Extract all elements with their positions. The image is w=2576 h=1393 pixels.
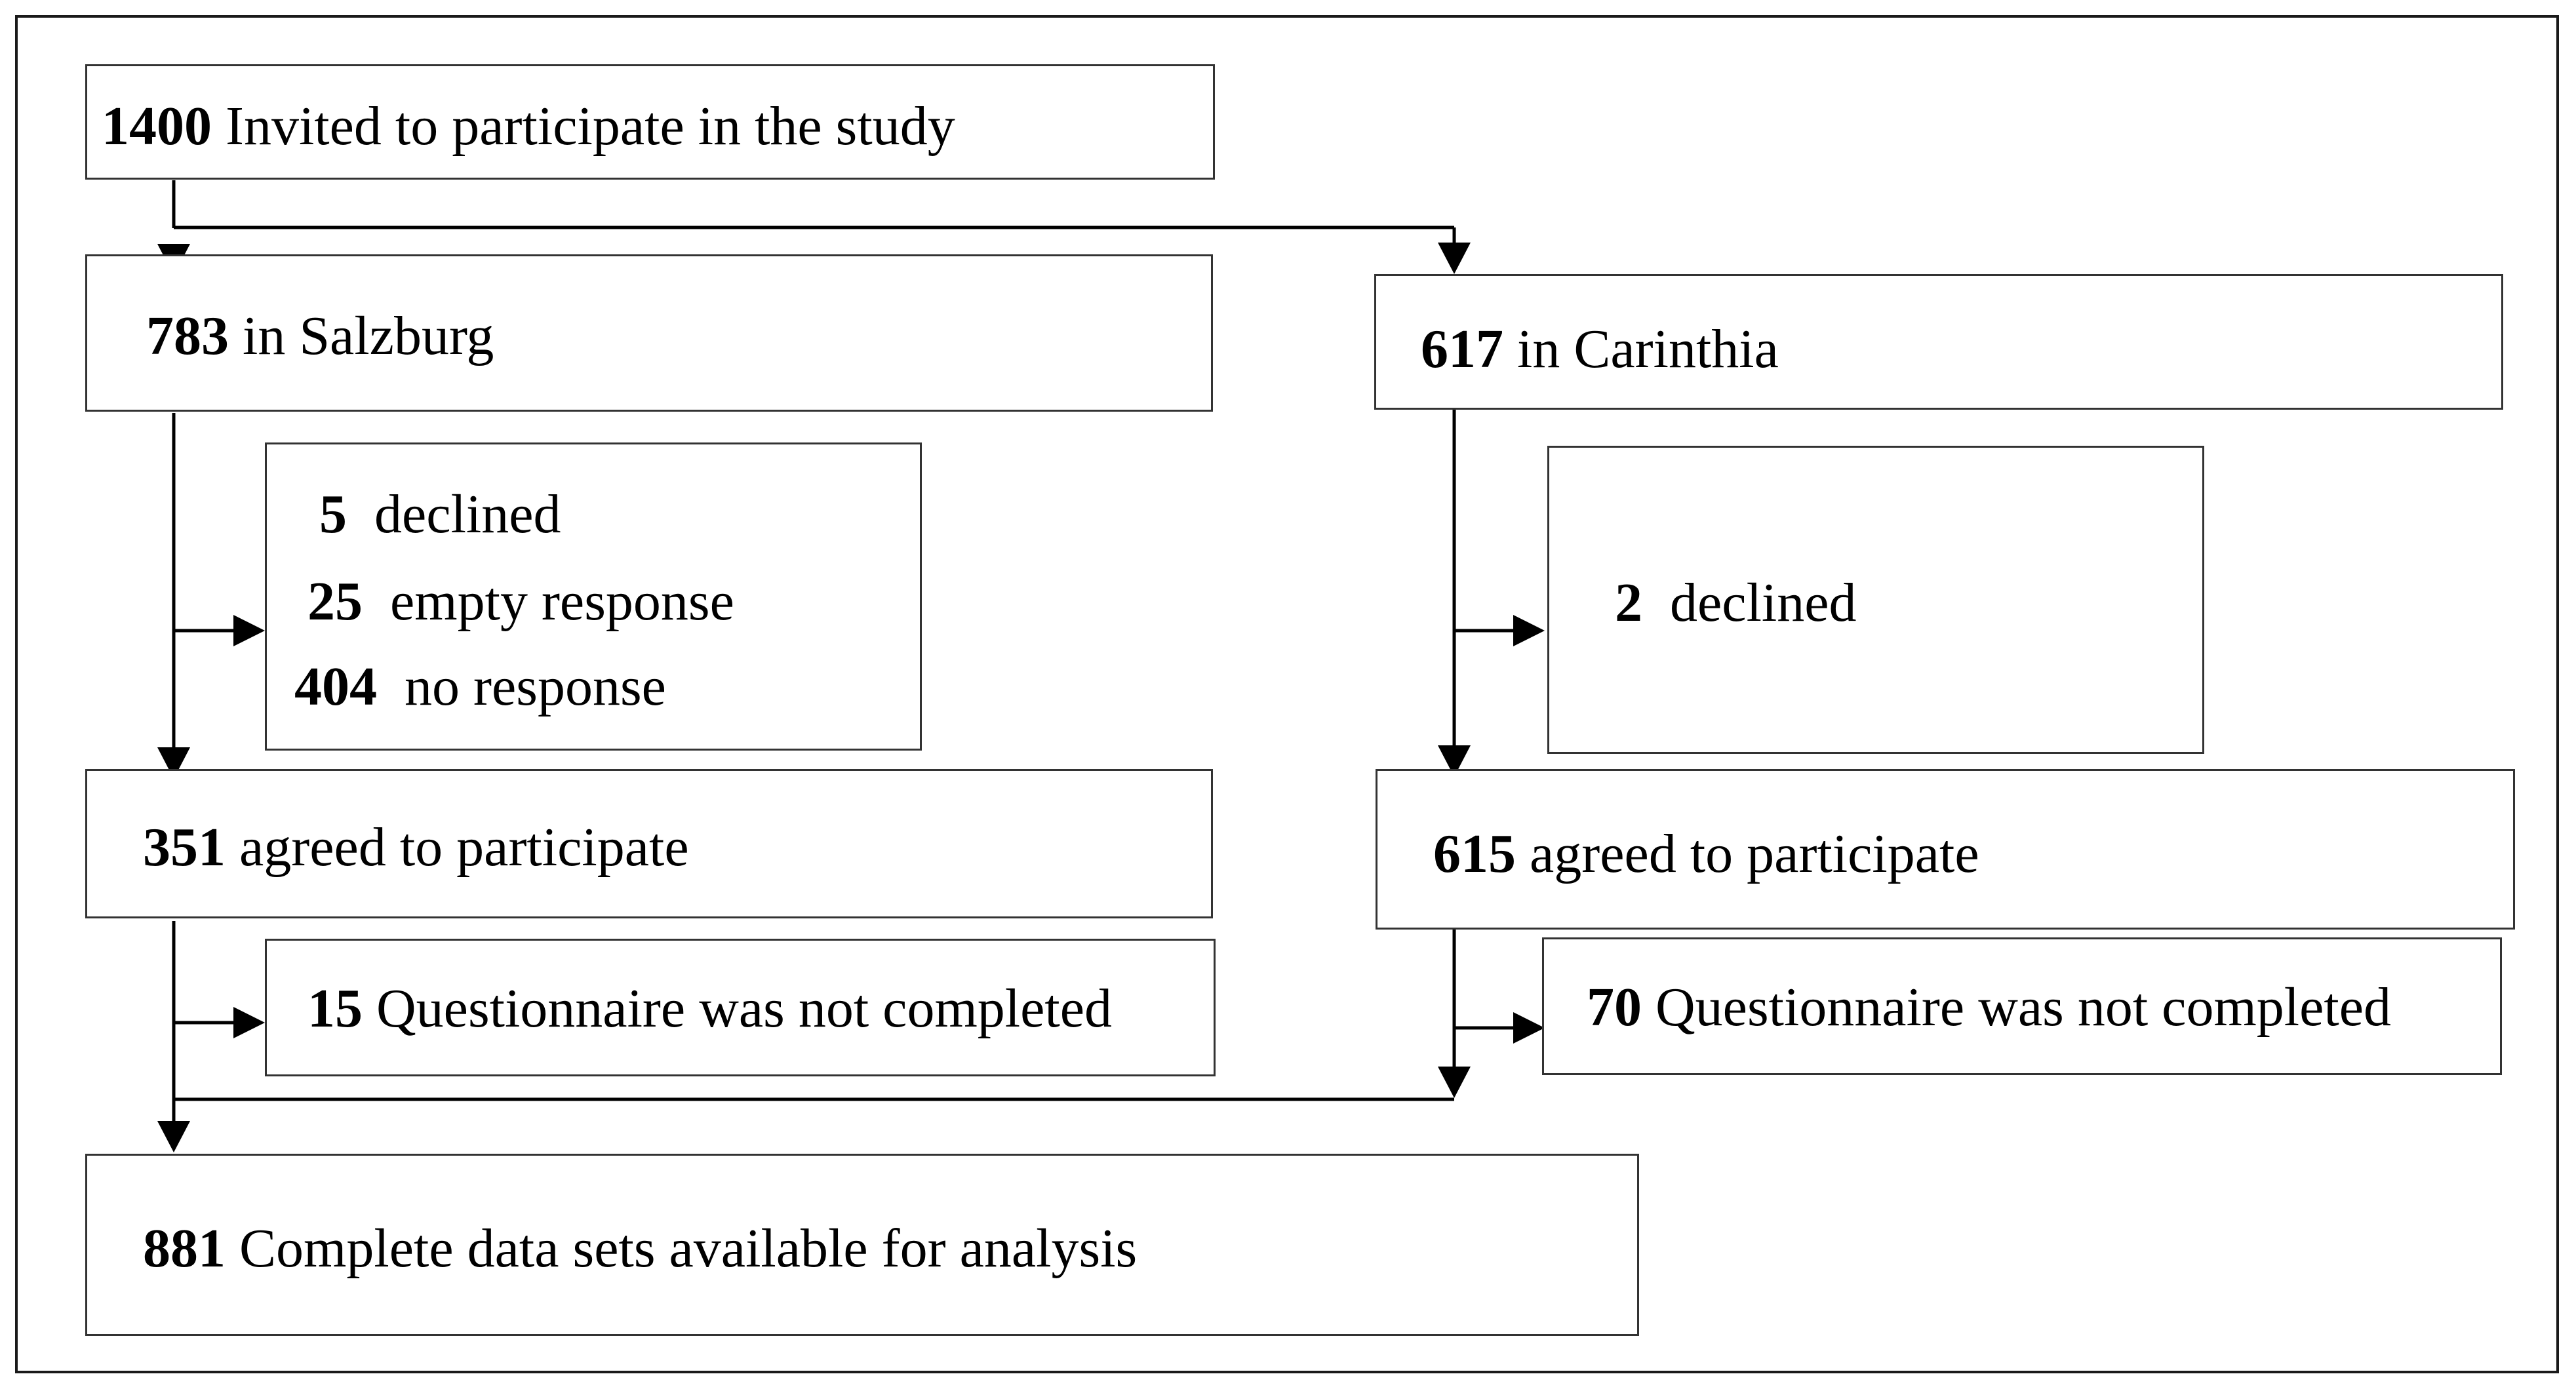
arrow-carinthia-down xyxy=(1438,1067,1471,1098)
arrow-to-complete xyxy=(157,1121,190,1152)
salzburg-declined-label: declined xyxy=(374,484,561,545)
arrow-to-carinthia-incomplete xyxy=(1513,1012,1545,1044)
carinthia-agreed-box: 615 agreed to participate xyxy=(1376,769,2515,930)
salzburg-exclusion-box: 5 declined 25 empty response 404 no resp… xyxy=(265,442,922,751)
carinthia-count: 617 xyxy=(1421,319,1503,380)
salzburg-agreed-count: 351 xyxy=(143,817,226,878)
invited-label: Invited to participate in the study xyxy=(212,96,955,157)
carinthia-incomplete-label: Questionnaire was not completed xyxy=(1642,977,2392,1038)
arrow-to-carinthia xyxy=(1438,243,1471,274)
salzburg-agreed-label: agreed to participate xyxy=(226,817,689,878)
salzburg-incomplete-label: Questionnaire was not completed xyxy=(363,978,1113,1039)
salzburg-count: 783 xyxy=(146,305,229,366)
carinthia-exclusion-box: 2 declined xyxy=(1547,446,2204,754)
salzburg-incomplete-count: 15 xyxy=(307,978,363,1039)
salzburg-agreed-box: 351 agreed to participate xyxy=(85,769,1213,918)
salzburg-incomplete-box: 15 Questionnaire was not completed xyxy=(265,939,1216,1076)
complete-label: Complete data sets available for analysi… xyxy=(226,1218,1138,1279)
carinthia-agreed-label: agreed to participate xyxy=(1516,823,1979,884)
figure-frame xyxy=(15,15,2559,1373)
salzburg-empty-count: 25 xyxy=(307,571,363,632)
invited-box: 1400 Invited to participate in the study xyxy=(85,64,1215,180)
carinthia-label: in Carinthia xyxy=(1503,319,1779,380)
salzburg-noresponse-count: 404 xyxy=(294,656,377,717)
arrow-to-salzburg-excl xyxy=(233,615,265,646)
carinthia-incomplete-count: 70 xyxy=(1587,977,1642,1038)
arrow-to-carinthia-excl xyxy=(1513,615,1545,646)
salzburg-noresponse-label: no response xyxy=(405,656,666,717)
complete-count: 881 xyxy=(143,1218,226,1279)
arrow-to-carinthia-agreed xyxy=(1438,745,1471,777)
carinthia-declined-label: declined xyxy=(1670,572,1857,633)
salzburg-label: in Salzburg xyxy=(229,305,494,366)
invited-count: 1400 xyxy=(102,96,212,157)
carinthia-agreed-count: 615 xyxy=(1433,823,1516,884)
complete-box: 881 Complete data sets available for ana… xyxy=(85,1154,1639,1336)
arrow-to-salzburg-agreed xyxy=(157,747,190,779)
carinthia-incomplete-box: 70 Questionnaire was not completed xyxy=(1542,937,2502,1075)
salzburg-box: 783 in Salzburg xyxy=(85,254,1213,412)
carinthia-declined-count: 2 xyxy=(1615,572,1642,633)
carinthia-box: 617 in Carinthia xyxy=(1374,274,2503,410)
arrow-to-salzburg-incomplete xyxy=(233,1007,265,1038)
salzburg-empty-label: empty response xyxy=(390,571,734,632)
salzburg-declined-count: 5 xyxy=(319,484,347,545)
